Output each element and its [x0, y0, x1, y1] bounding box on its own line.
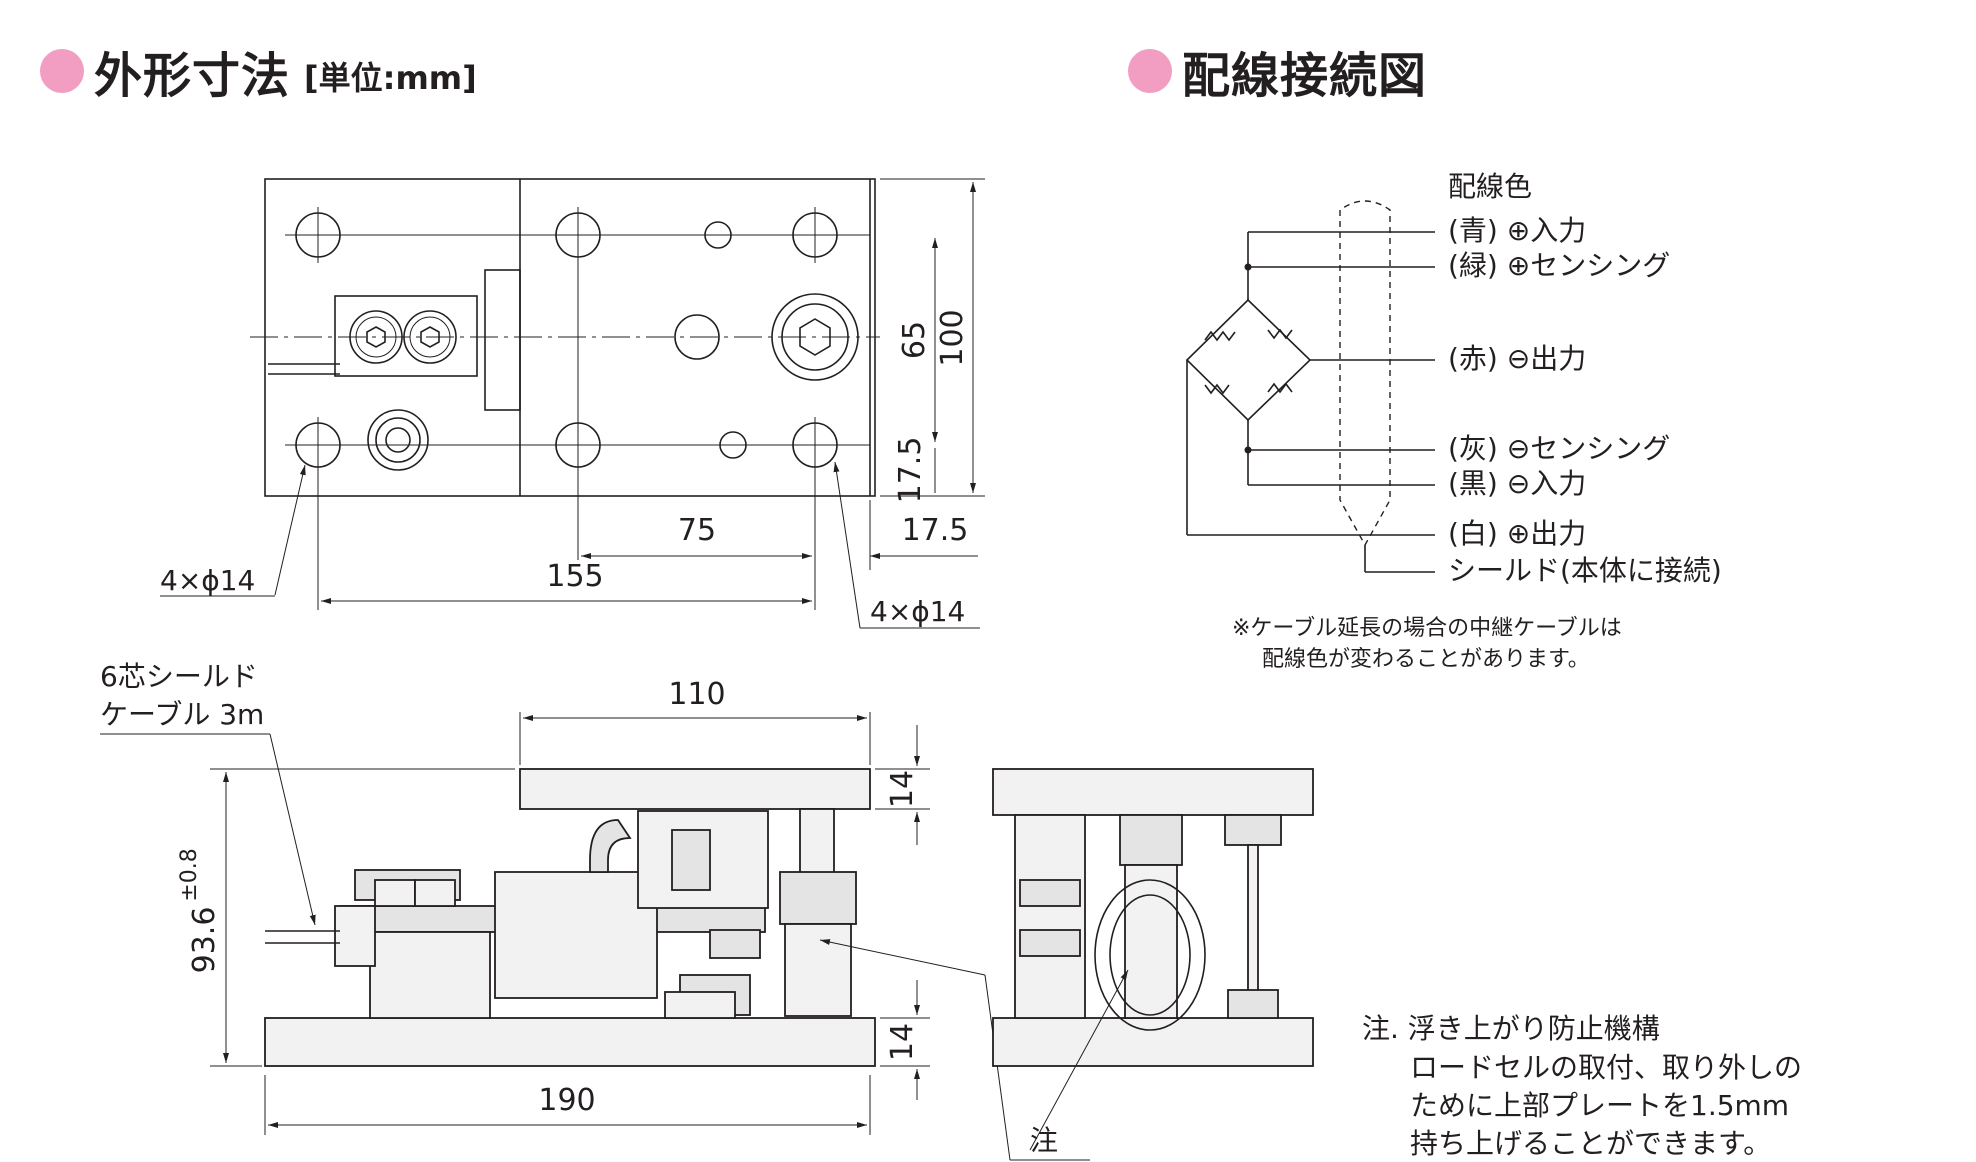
center-bolt [771, 293, 859, 381]
wire-label: (緑) ⊕センシング [1448, 249, 1670, 282]
wire-color-heading: 配線色 [1448, 170, 1532, 203]
note-marker: 注 [1030, 1124, 1058, 1157]
footnote-line: ために上部プレートを1.5mm [1410, 1089, 1789, 1122]
dimension-155: 155 [546, 559, 603, 594]
footnote-line: 持ち上げることができます。 [1410, 1127, 1771, 1160]
nut [709, 929, 761, 959]
footnote-line: ロードセルの取付、取り外しの [1410, 1051, 1802, 1084]
wheatstone-bridge [1185, 298, 1312, 422]
dimensions-title: 外形寸法 [94, 48, 291, 104]
wire-label: (黒) ⊖入力 [1448, 467, 1586, 500]
junction-dot [1244, 446, 1252, 454]
resistor-icon [1204, 330, 1236, 342]
dimensions-header: 外形寸法 [単位:mm] [40, 36, 477, 106]
center-bore [674, 314, 720, 360]
dimension-17-5-horizontal: 17.5 [902, 513, 969, 548]
shield-outline [1339, 200, 1391, 547]
side-view: 110 14 14 93.6 ±0.8 190 6芯シールド ケーブル 3m 注 [100, 660, 1090, 1161]
load-cell-body [494, 871, 658, 999]
elbow-fitting [589, 819, 632, 873]
wiring-header: 配線接続図 [1128, 36, 1427, 106]
load-cell-block [334, 269, 521, 411]
footnote-line: 注. 浮き上がり防止機構 [1362, 1012, 1660, 1045]
base-plate [264, 1017, 876, 1067]
end-upper-plate [992, 768, 1314, 816]
end-base-plate [992, 1017, 1314, 1067]
dimension-17-5-vertical: 17.5 [893, 437, 928, 504]
pink-bullet-icon [40, 49, 84, 93]
cable-extension-note: ※ケーブル延長の場合の中継ケーブルは [1232, 616, 1622, 641]
pink-bullet-icon [1128, 49, 1172, 93]
footnote: 注. 浮き上がり防止機構 ロードセルの取付、取り外しの ために上部プレートを1.… [1362, 1012, 1802, 1160]
small-hole [704, 221, 732, 249]
tolerance-label: ±0.8 [177, 848, 202, 901]
stopper-bolt [799, 808, 835, 880]
dimension-110: 110 [668, 677, 725, 712]
wire-label: (白) ⊕出力 [1448, 517, 1586, 550]
top-view: 100 65 17.5 75 17.5 155 4×ϕ14 4×ϕ14 [160, 178, 985, 629]
hole-callout-left: 4×ϕ14 [160, 564, 255, 597]
resistor-icon [1267, 328, 1293, 340]
cable-label-line2: ケーブル 3m [100, 698, 264, 731]
end-view [992, 768, 1314, 1151]
resistor-icon [1204, 383, 1230, 395]
dimension-14-top: 14 [885, 770, 920, 808]
mounting-hole [290, 417, 346, 473]
hole-callout-right: 4×ϕ14 [870, 595, 965, 628]
end-note-leader [1029, 969, 1129, 1151]
cable-label-line1: 6芯シールド [100, 660, 258, 693]
end-nut-bottom [1227, 989, 1279, 1019]
cable-extension-note: 配線色が変わることがあります。 [1262, 647, 1590, 672]
wiring-title: 配線接続図 [1182, 48, 1428, 104]
mounting-hole [550, 207, 606, 263]
dimension-14-bottom: 14 [885, 1023, 920, 1061]
dimension-100: 100 [935, 309, 970, 366]
cable-leader [269, 733, 316, 926]
dimension-65: 65 [897, 321, 932, 359]
dimension-75: 75 [678, 513, 716, 548]
junction-dot [1244, 263, 1252, 271]
mounting-hole [290, 207, 346, 263]
resistor-icon [1267, 382, 1293, 394]
mounting-hole [787, 417, 843, 473]
end-stopper-bolt [1124, 864, 1178, 1019]
small-hole [719, 431, 747, 459]
wire-label: (赤) ⊖出力 [1448, 342, 1586, 375]
dimension-93-6: 93.6 [187, 907, 222, 974]
wire-label: (青) ⊕入力 [1448, 214, 1586, 247]
end-nut-top [1224, 814, 1282, 846]
wiring-diagram: 配線色 (青) ⊕入力 (緑) ⊕センシング (赤) ⊖出力 (灰) ⊖センシン… [1185, 170, 1722, 672]
end-block-left [1014, 814, 1086, 1019]
wire-label: シールド(本体に接続) [1448, 554, 1722, 587]
dimension-190: 190 [538, 1083, 595, 1118]
end-ring [1094, 879, 1206, 1031]
mounting-hole [787, 207, 843, 263]
unit-label: [単位:mm] [304, 59, 477, 97]
wire-label: (灰) ⊖センシング [1448, 432, 1670, 465]
upper-plate [519, 768, 871, 810]
cable-fitting [367, 409, 429, 471]
